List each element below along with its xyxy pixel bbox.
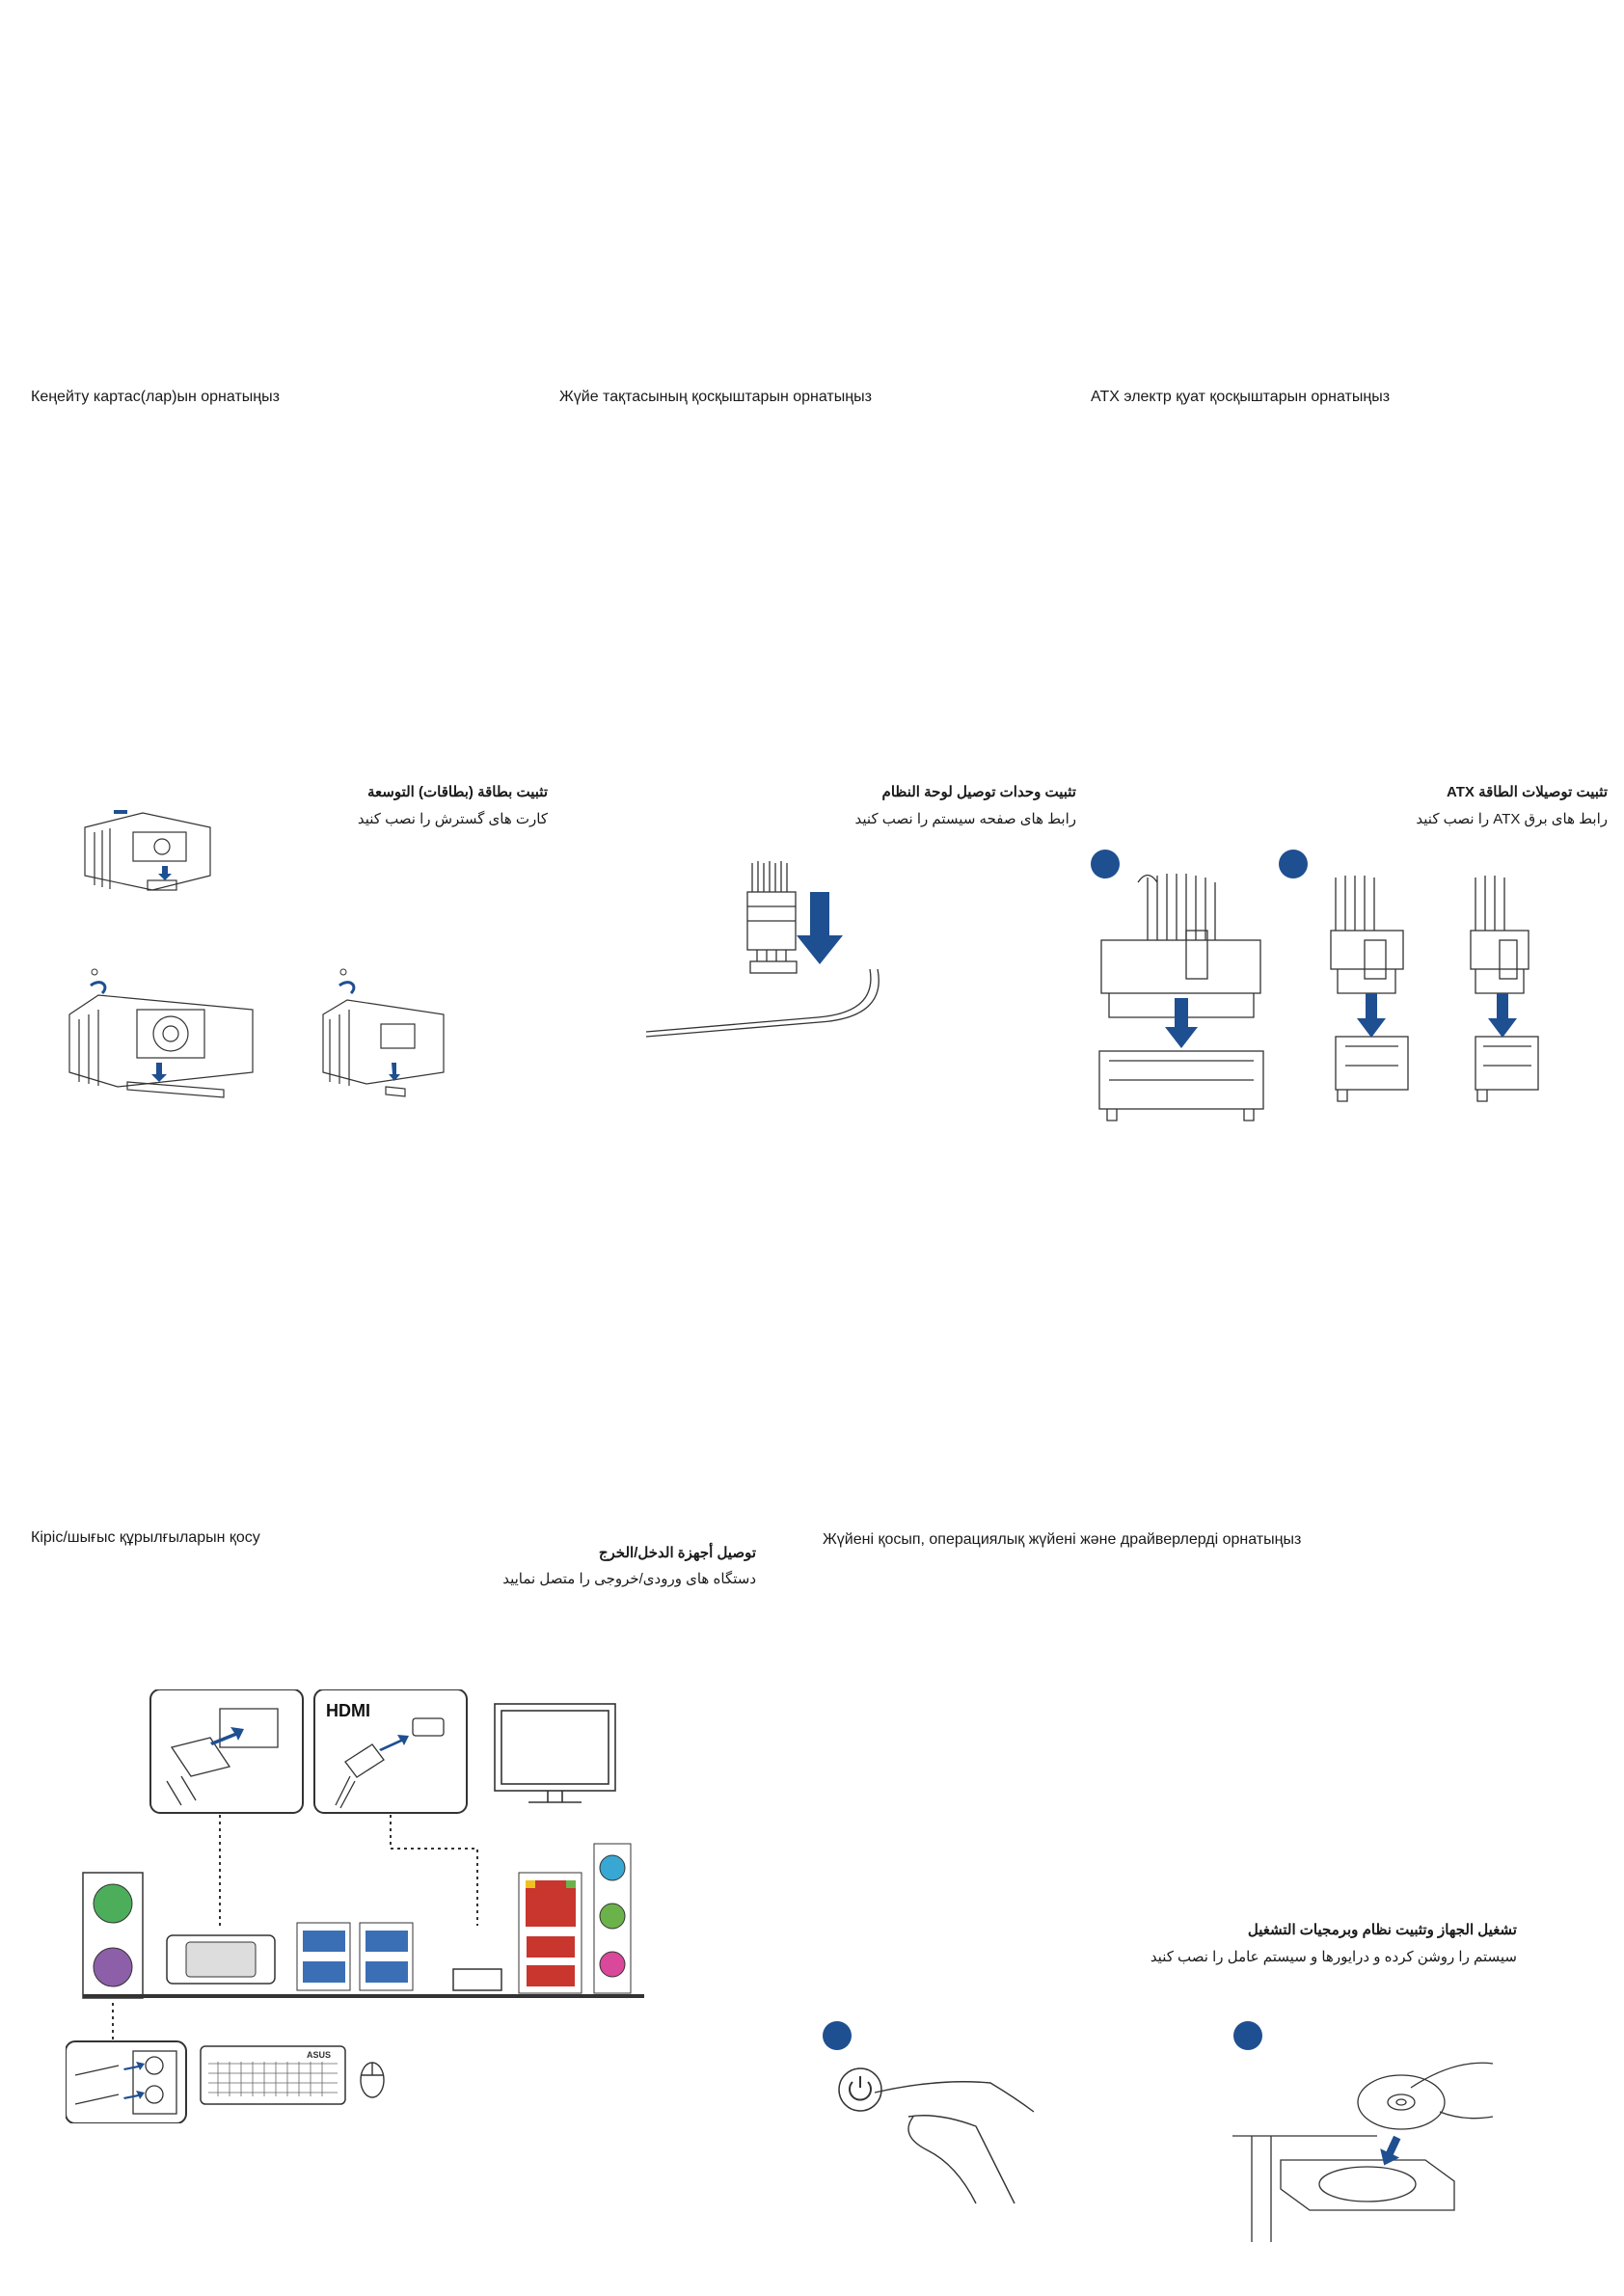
expansion-title-kz: Кеңейту картас(лар)ын орнатыңыз: [31, 389, 280, 405]
usb-port: [303, 1961, 345, 1983]
power-title-kz: Жүйені қосып, операциялық жүйені және др…: [823, 1531, 1302, 1548]
atx-24pin-illustration: [1090, 849, 1273, 1128]
expansion-card-illustration-large: [60, 966, 262, 1111]
usb-port: [365, 1931, 408, 1952]
power-button-illustration: [822, 2020, 1043, 2213]
expansion-title-fa: کارت های گسترش را نصب کنید: [357, 811, 548, 827]
hdmi-logo: HDMI: [326, 1701, 370, 1720]
expansion-card-illustration-top: [75, 798, 220, 905]
step-badge-2: [1279, 850, 1308, 878]
atx-title-ar: تثبيت توصيلات الطاقة ATX: [1447, 784, 1608, 800]
panel-title-kz: Жүйе тақтасының қосқыштарын орнатыңыз: [559, 389, 872, 405]
power-button-icon: [838, 2067, 882, 2112]
keyboard-brand-logo: ASUS: [307, 2050, 331, 2060]
panel-title-ar: تثبيت وحدات توصيل لوحة النظام: [881, 784, 1076, 800]
monitor-icon: [494, 1703, 616, 1803]
hdmi-cable-box: [313, 1689, 468, 1814]
vga-cable-box: [149, 1689, 304, 1814]
atx-8pin-illustration: [1278, 849, 1586, 1128]
io-title-ar: توصيل أجهزة الدخل/الخرج: [598, 1545, 756, 1561]
hdmi-port: [452, 1968, 502, 1991]
audio-line-out-jack: [599, 1903, 626, 1930]
io-title-kz: Кіріс/шығыс құрылғыларын қосу: [31, 1529, 260, 1546]
step-badge-1: [823, 2021, 852, 2050]
power-title-fa: سیستم را روشن کرده و درایورها و سیستم عا…: [1150, 1949, 1517, 1965]
step-badge-1: [1091, 850, 1120, 878]
ps2-mouse-port: [93, 1947, 133, 1987]
usb-port: [303, 1931, 345, 1952]
audio-mic-jack: [599, 1951, 626, 1978]
step-badge-2: [1233, 2021, 1262, 2050]
power-title-ar: تشغيل الجهاز وتثبيت نظام وبرمجيات التشغي…: [1247, 1922, 1517, 1938]
expansion-title-ar: تثبيت بطاقة (بطاقات) التوسعة: [366, 784, 548, 800]
expansion-card-illustration-small: [309, 966, 453, 1111]
ps2-keyboard-port: [93, 1883, 133, 1924]
atx-title-kz: ATX электр қуат қосқыштарын орнатыңыз: [1091, 389, 1391, 405]
keyboard-icon: ASUS: [200, 2045, 346, 2105]
usb-port: [527, 1936, 575, 1958]
io-rear-panel-illustration: HDMI: [66, 1689, 654, 2123]
io-title-fa: دستگاه های ورودی/خروجی را متصل نمایید: [502, 1571, 756, 1587]
panel-title-fa: رابط های صفحه سیستم را نصب کنید: [854, 811, 1076, 827]
panel-connector-illustration: [646, 853, 887, 1046]
audio-line-in-jack: [599, 1854, 626, 1881]
disc-install-illustration: [1232, 2020, 1502, 2242]
usb-port: [365, 1961, 408, 1983]
mouse-icon: [360, 2062, 385, 2098]
usb-port: [527, 1965, 575, 1986]
atx-title-fa: رابط های برق ATX را نصب کنید: [1416, 811, 1608, 827]
